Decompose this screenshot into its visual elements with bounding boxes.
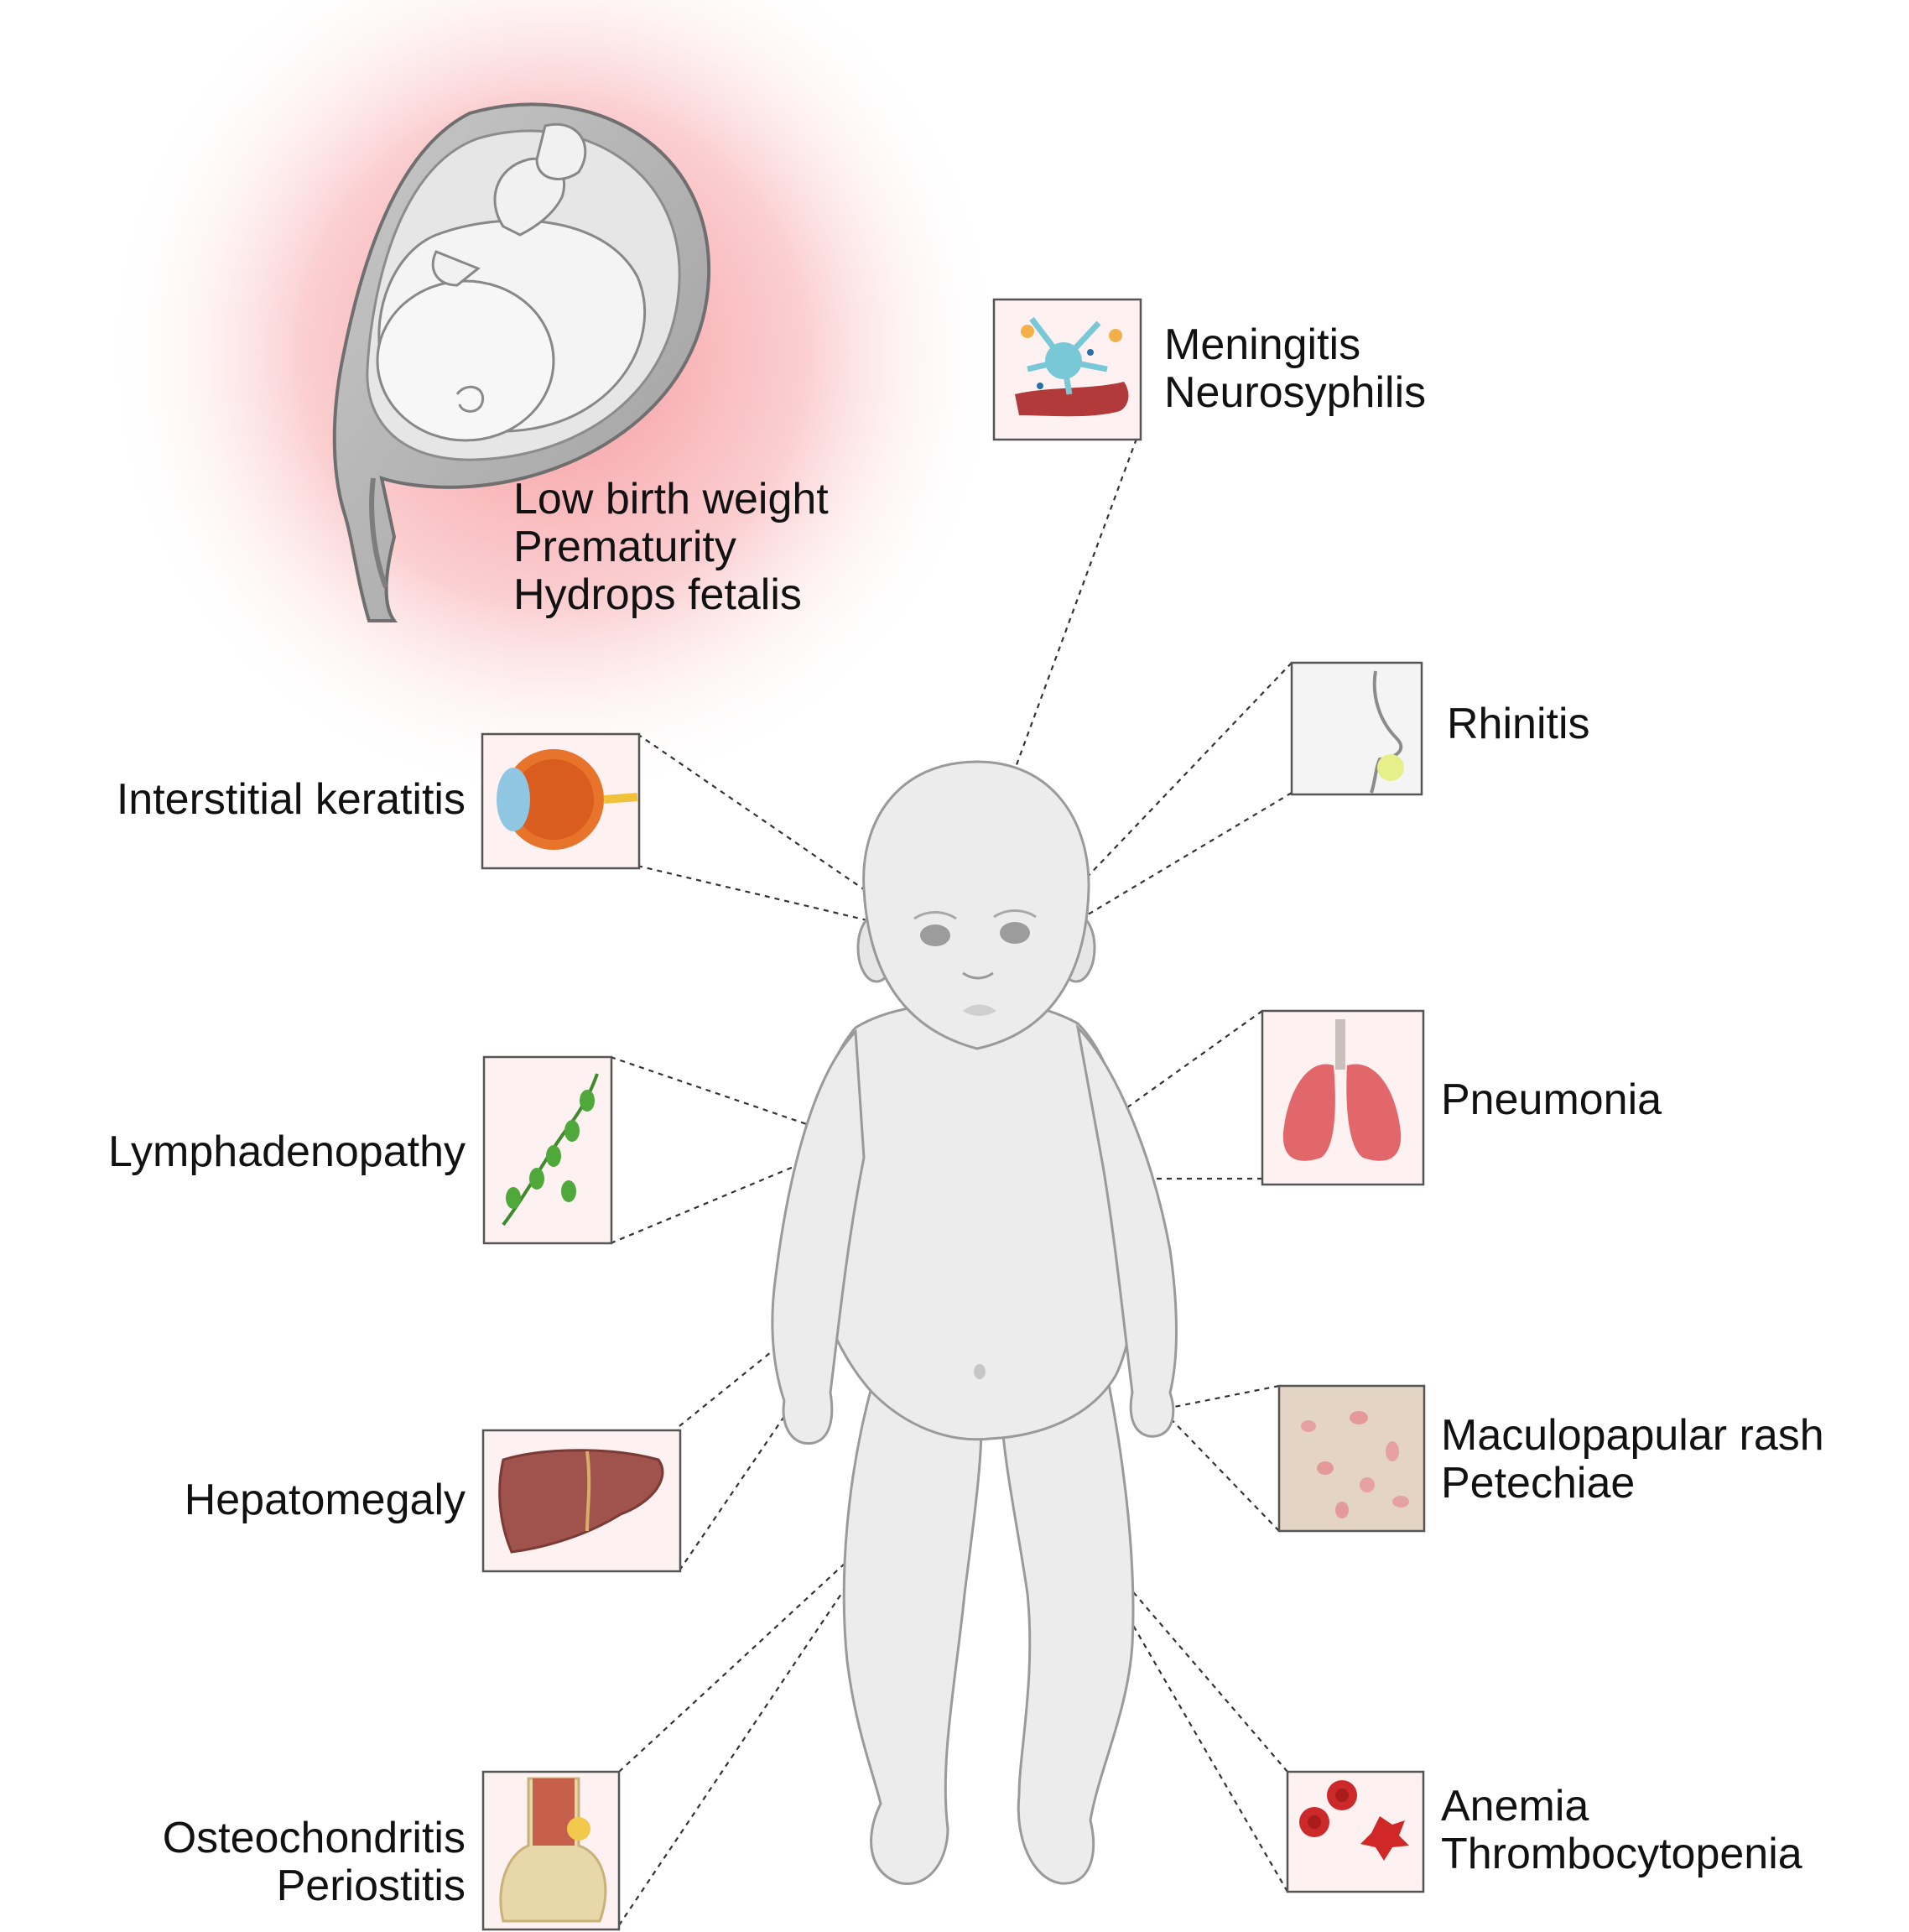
label-interstitial-keratitis: Interstitial keratitis <box>117 775 466 824</box>
prenatal-label-1: Low birth weight <box>513 475 829 523</box>
prenatal-label-3: Hydrops fetalis <box>513 570 802 619</box>
label-maculopapular-rash: Maculopapular rash <box>1441 1411 1824 1460</box>
label-periostitis: Periostitis <box>277 1862 466 1910</box>
prenatal-panel: Low birth weight Prematurity Hydrops fet… <box>101 0 1007 805</box>
label-thrombocytopenia: Thrombocytopenia <box>1441 1830 1802 1878</box>
left-eye <box>920 924 950 946</box>
prenatal-label-2: Prematurity <box>513 523 736 571</box>
neuro-box <box>994 299 1141 440</box>
label-petechiae: Petechiae <box>1441 1459 1635 1508</box>
label-rhinitis: Rhinitis <box>1447 700 1590 748</box>
lymph-box <box>484 1057 611 1243</box>
blood-box <box>1287 1772 1423 1892</box>
right-eye <box>1000 922 1030 944</box>
nose-box <box>1292 663 1422 794</box>
label-pneumonia: Pneumonia <box>1441 1075 1662 1124</box>
label-neurosyphilis: Neurosyphilis <box>1164 368 1426 417</box>
label-anemia: Anemia <box>1441 1782 1589 1830</box>
label-hepatomegaly: Hepatomegaly <box>185 1476 466 1524</box>
infant-figure <box>772 762 1177 1883</box>
label-lymphadenopathy: Lymphadenopathy <box>108 1127 466 1176</box>
liver-box <box>483 1430 680 1571</box>
skin-box <box>1279 1386 1424 1531</box>
label-meningitis: Meningitis <box>1164 320 1360 369</box>
lung-box <box>1262 1011 1423 1185</box>
eye-box <box>482 734 639 868</box>
label-osteochondritis: Osteochondritis <box>163 1814 466 1862</box>
bone-box <box>483 1772 619 1929</box>
